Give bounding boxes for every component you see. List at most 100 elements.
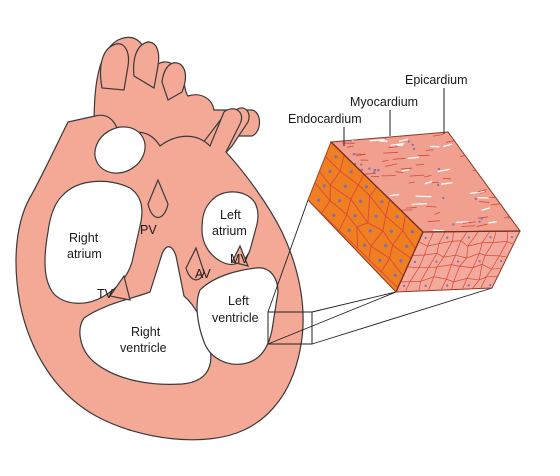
- cell-nucleus: [405, 244, 409, 248]
- muscle-fiber: [442, 143, 453, 148]
- muscle-fiber: [500, 196, 507, 199]
- left-atrium-label-2: atrium: [212, 224, 247, 238]
- mitral-valve: [231, 244, 249, 267]
- muscle-fiber: [392, 157, 406, 160]
- fiber-nucleus: [373, 169, 376, 172]
- aortic-valve: [185, 246, 205, 281]
- muscle-fiber: [395, 171, 404, 173]
- vena-cava-opening: [94, 126, 146, 174]
- muscle-fiber: [398, 138, 409, 142]
- fiber-nucleus: [360, 163, 363, 166]
- fiber-nucleus: [377, 169, 380, 172]
- fiber-nucleus: [523, 210, 525, 212]
- fiber-nucleus: [478, 220, 481, 223]
- tricuspid-valve: [108, 274, 131, 301]
- muscle-fiber: [390, 142, 405, 146]
- av-label: AV: [195, 267, 211, 281]
- aortic-arch-branch-2: [133, 41, 160, 89]
- left-ventricle-chamber: [196, 267, 279, 365]
- muscle-fiber: [426, 205, 437, 208]
- muscle-fiber: [406, 207, 417, 209]
- cell-nucleus: [478, 260, 481, 263]
- cell-nucleus: [380, 200, 384, 204]
- mv-label: MV: [230, 252, 249, 266]
- layer-pointers: [343, 88, 445, 146]
- cell-nucleus: [510, 235, 514, 239]
- muscle-fiber: [427, 220, 440, 223]
- cell-nucleus: [489, 283, 492, 287]
- cell-nucleus: [338, 199, 342, 203]
- pv-label: PV: [140, 223, 157, 237]
- zoom-box: [267, 311, 313, 345]
- cell-nucleus: [446, 284, 449, 287]
- muscle-fiber: [346, 145, 354, 148]
- aortic-arch-branch-1: [99, 43, 130, 91]
- muscle-fiber: [411, 202, 427, 206]
- cell-nucleus: [328, 169, 332, 173]
- fiber-nucleus: [411, 143, 414, 146]
- cell-nucleus: [456, 260, 460, 263]
- zoom-lines: [267, 199, 493, 345]
- muscle-fiber: [424, 174, 432, 178]
- fiber-nucleus: [368, 167, 371, 170]
- cell-nucleus: [353, 214, 357, 218]
- muscle-fiber: [407, 156, 419, 160]
- cell-nucleus: [389, 229, 393, 233]
- cell-nucleus: [424, 284, 427, 287]
- cell-nucleus: [446, 236, 449, 239]
- cell-nucleus: [362, 243, 367, 247]
- cell-nucleus: [359, 199, 363, 203]
- muscle-fiber: [433, 133, 444, 137]
- cell-nucleus: [334, 155, 338, 159]
- muscle-fiber: [401, 169, 410, 172]
- cell-nucleus: [410, 230, 415, 234]
- left-ventricle-label-1: Left: [228, 294, 249, 308]
- pulmonary-valve: [147, 178, 169, 219]
- muscle-fiber: [434, 211, 441, 215]
- fiber-nucleus: [437, 183, 440, 187]
- right-atrium-label-1: Right: [69, 231, 99, 245]
- muscle-fiber: [499, 193, 512, 196]
- cell-nucleus: [467, 236, 470, 239]
- muscle-fiber: [488, 221, 497, 224]
- fiber-nucleus: [474, 197, 477, 200]
- muscle-fiber: [388, 146, 399, 149]
- muscle-fiber: [456, 221, 470, 223]
- cell-nucleus: [316, 198, 321, 202]
- muscle-fiber: [476, 223, 488, 227]
- muscle-fiber: [479, 201, 490, 203]
- fiber-nucleus: [372, 171, 375, 174]
- muscle-fiber: [441, 182, 453, 185]
- cell-nucleus: [332, 213, 336, 217]
- muscle-fiber: [382, 159, 389, 162]
- cell-nucleus: [368, 229, 372, 233]
- cell-nucleus: [343, 184, 347, 188]
- right-ventricle-label-2: ventricle: [120, 341, 167, 355]
- tissue-block: [307, 131, 525, 293]
- right-atrium-label-2: atrium: [67, 247, 102, 261]
- muscle-fiber: [415, 163, 425, 166]
- cell-nucleus: [402, 284, 406, 288]
- cell-nucleus: [489, 236, 492, 239]
- cell-nucleus: [349, 170, 353, 174]
- muscle-fiber: [477, 189, 487, 193]
- cell-nucleus: [413, 260, 416, 264]
- muscle-fiber: [490, 203, 502, 206]
- cell-nucleus: [322, 184, 326, 188]
- left-ventricle-label-2: ventricle: [212, 311, 259, 325]
- fiber-nucleus: [442, 196, 445, 200]
- muscle-fiber: [400, 167, 413, 170]
- fiber-nucleus: [452, 223, 455, 226]
- cell-nucleus: [435, 260, 438, 263]
- myocardium-label: Myocardium: [350, 95, 418, 109]
- aortic-arch-branch-3: [161, 62, 187, 101]
- muscle-fiber: [461, 225, 476, 227]
- muscle-fiber: [396, 144, 403, 147]
- muscle-fiber: [425, 149, 434, 151]
- muscle-fiber: [383, 151, 399, 154]
- muscle-fiber: [462, 221, 476, 224]
- epicardium-label: Epicardium: [405, 73, 468, 87]
- muscle-fiber: [354, 153, 366, 155]
- left-atrium-label-1: Left: [220, 208, 241, 222]
